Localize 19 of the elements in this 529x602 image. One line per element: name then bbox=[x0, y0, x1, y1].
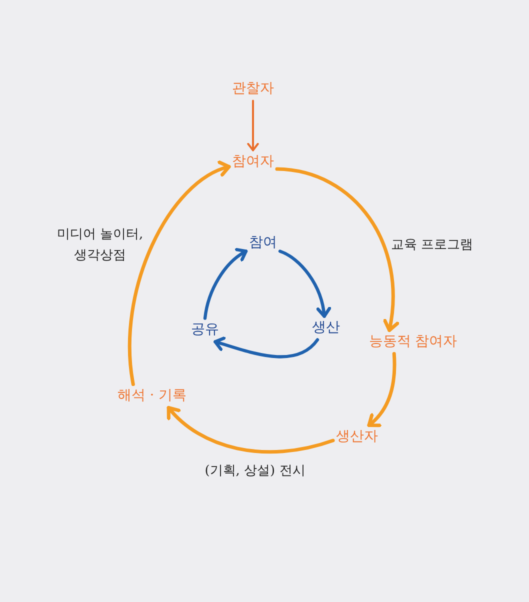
stage-label: 공유 bbox=[188, 318, 222, 342]
stage-label: 참여 bbox=[246, 231, 280, 255]
edge-label: (기획, 상설) 전시 bbox=[204, 462, 306, 481]
arrow bbox=[278, 250, 331, 318]
arrow bbox=[203, 248, 248, 320]
stage-label: 능동적 참여자 bbox=[366, 330, 460, 354]
edge-label: 미디어 놀이터, 생각상점 bbox=[56, 226, 144, 265]
stage-label: 생산 bbox=[309, 316, 343, 340]
arrow bbox=[275, 167, 399, 332]
edge-label: 교육 프로그램 bbox=[390, 236, 474, 255]
stage-label: 해석 · 기록 bbox=[114, 384, 190, 408]
arrow bbox=[214, 336, 320, 358]
arrow bbox=[128, 162, 231, 386]
arrow bbox=[247, 100, 259, 152]
stage-label: 생산자 bbox=[333, 425, 381, 449]
stage-label: 참여자 bbox=[229, 150, 277, 174]
arrow bbox=[166, 406, 335, 454]
arrow bbox=[367, 352, 396, 427]
stage-label: 관찰자 bbox=[229, 77, 277, 101]
